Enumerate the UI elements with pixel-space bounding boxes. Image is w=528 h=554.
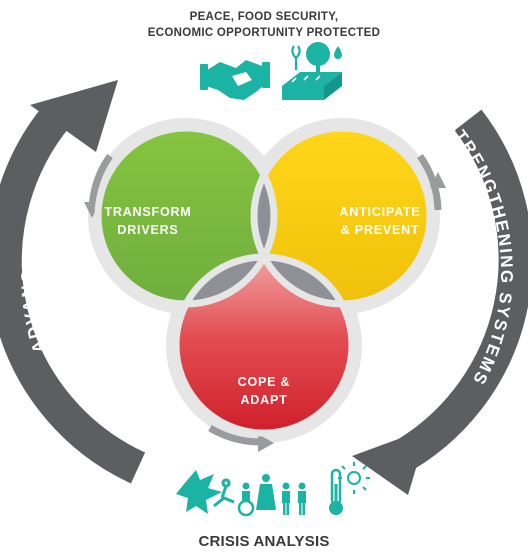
- crisis-analysis-title: CRISIS ANALYSIS: [198, 533, 329, 550]
- cope-ring-arrowhead: [258, 434, 274, 452]
- advancing-peace-arrow: [0, 80, 146, 484]
- cope-label-line1: COPE &: [238, 375, 291, 389]
- cope-label-line2: ADAPT: [240, 393, 287, 407]
- anticipate-label-line1: ANTICIPATE: [339, 205, 420, 219]
- header-line1: PEACE, FOOD SECURITY,: [190, 11, 339, 23]
- header-line2: ECONOMIC OPPORTUNITY PROTECTED: [148, 27, 380, 39]
- handshake-icon: [200, 60, 270, 100]
- anticipate-prevent-circle: [254, 128, 430, 304]
- anticipate-ring-arrowhead: [430, 172, 446, 188]
- cope-adapt-circle: [176, 257, 352, 433]
- climate-icon: [329, 462, 370, 515]
- transform-label-line2: DRIVERS: [117, 223, 178, 237]
- conflict-icon: [176, 470, 235, 514]
- vulnerable-people-icon: [237, 474, 306, 517]
- transform-drivers-circle: [98, 128, 274, 304]
- transform-label-line1: TRANSFORM: [104, 205, 191, 219]
- anticipate-ring-arrow: [417, 153, 442, 211]
- anticipate-label-line2: & PREVENT: [341, 223, 420, 237]
- strengthening-systems-arrow: [352, 109, 528, 495]
- cope-ring-arrow: [208, 424, 261, 446]
- farmland-icon: [282, 42, 342, 100]
- cope-outline: [172, 253, 356, 437]
